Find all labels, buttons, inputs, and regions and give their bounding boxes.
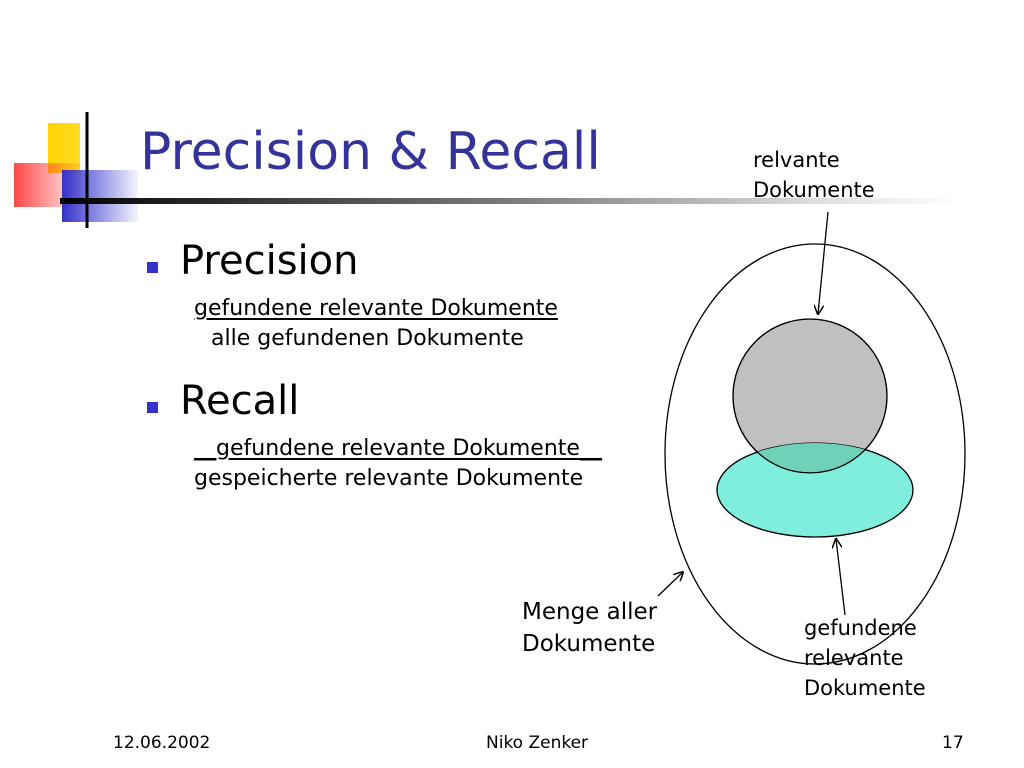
all-label-line2: Dokumente [522, 631, 656, 657]
footer-author: Niko Zenker [486, 733, 589, 753]
precision-label: Precision [180, 238, 359, 284]
found-label-line2: relevante [804, 646, 904, 670]
footer-date: 12.06.2002 [113, 733, 211, 753]
all-documents-ellipse [664, 243, 966, 665]
found-relevant-arrow [836, 539, 846, 616]
all-documents-label: Menge aller Dokumente [522, 596, 657, 660]
relevant-documents-label: relvante Dokumente [753, 145, 875, 205]
recall-numerator: __gefundene relevante Dokumente__ [194, 436, 602, 461]
footer-page-number: 17 [942, 733, 964, 753]
all-documents-arrow [657, 572, 683, 597]
relevant-circle-outline [732, 318, 888, 474]
recall-label: Recall [180, 378, 300, 424]
found-relevant-label: gefundene relevante Dokumente [804, 613, 926, 703]
all-label-line1: Menge aller [522, 599, 658, 625]
found-label-line1: gefundene [804, 616, 917, 640]
precision-denominator: alle gefundenen Dokumente [211, 326, 524, 351]
relevant-label-line1: relvante [753, 148, 840, 172]
recall-bullet-marker [147, 402, 158, 413]
title-decoration [14, 112, 138, 228]
relevant-label-line2: Dokumente [753, 178, 875, 202]
found-label-line3: Dokumente [804, 676, 926, 700]
precision-numerator: gefundene relevante Dokumente [194, 296, 558, 321]
title-underline-rule [60, 198, 960, 204]
slide-title: Precision & Recall [140, 122, 601, 182]
precision-bullet-marker [147, 262, 158, 273]
recall-denominator: gespeicherte relevante Dokumente [194, 466, 584, 491]
relevant-arrow [818, 211, 829, 314]
deco-blue-square [62, 170, 138, 222]
